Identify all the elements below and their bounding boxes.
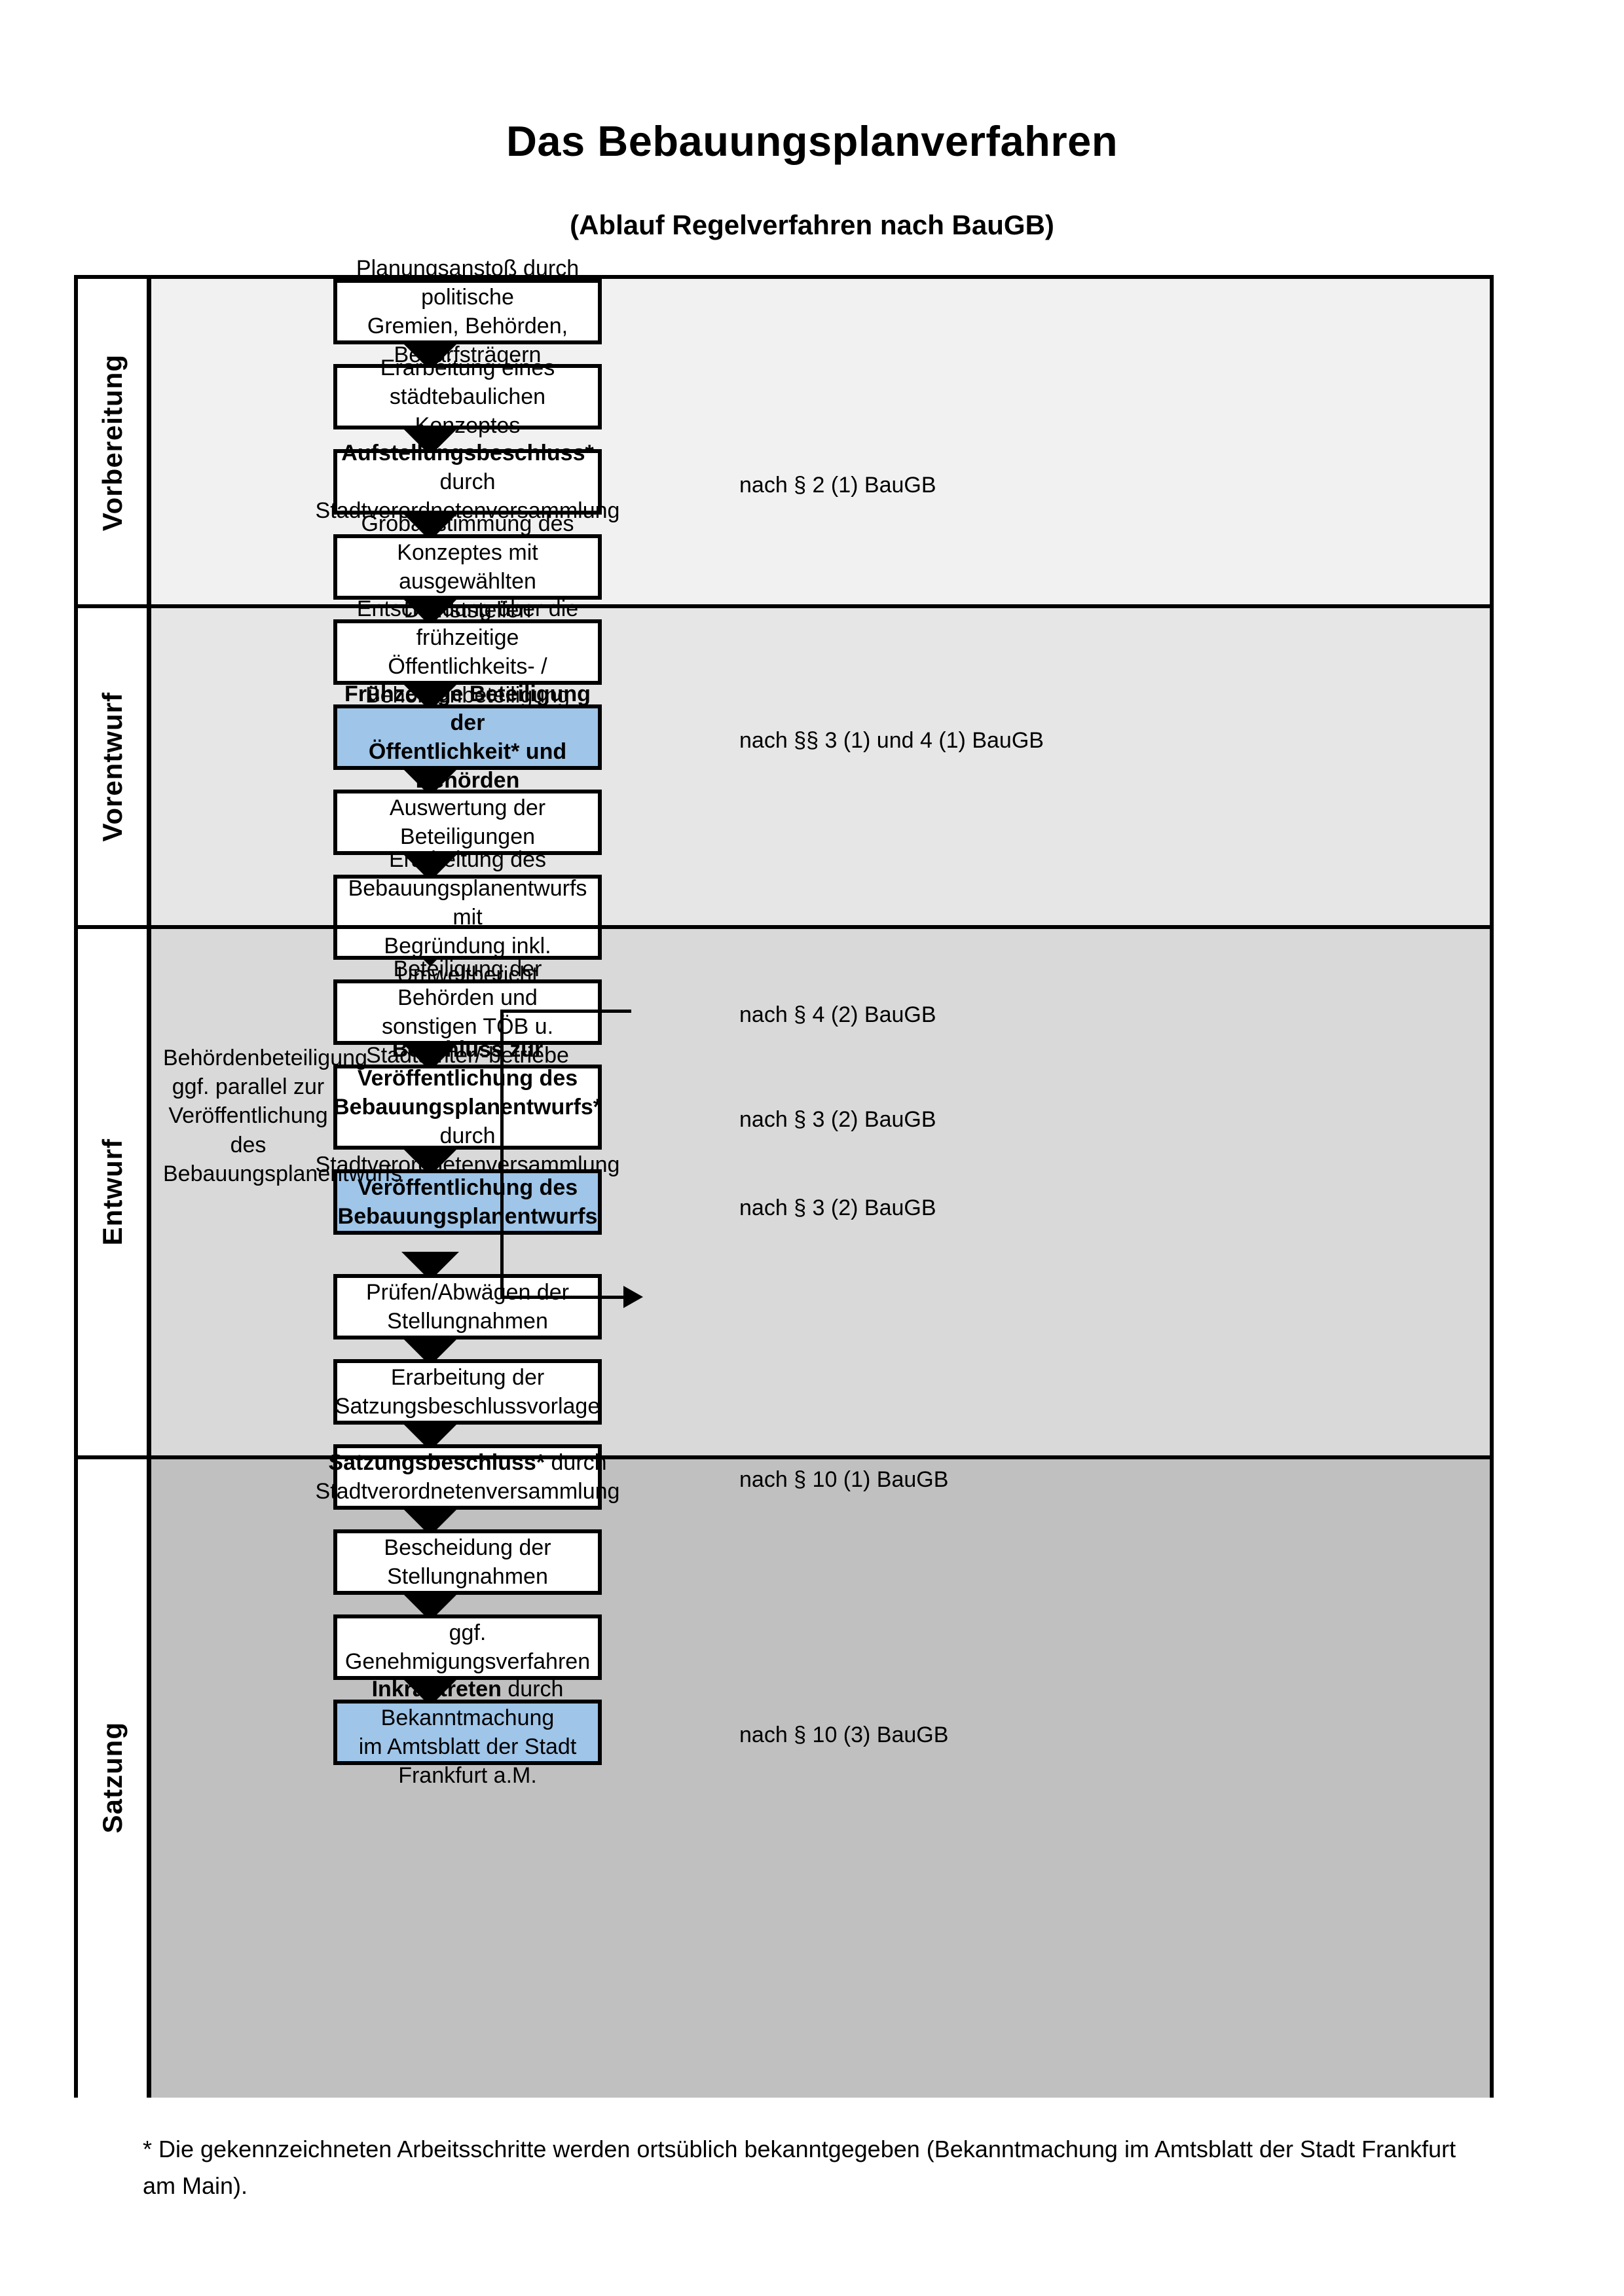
process-box[interactable]: Auswertung der Beteiligungen xyxy=(333,790,602,855)
connector-line-left xyxy=(500,1010,504,1299)
law-note: nach § 3 (2) BauGB xyxy=(739,1107,936,1132)
box-line: Auswertung der Beteiligungen xyxy=(389,795,546,849)
phase-label-text: Vorbereitung xyxy=(96,354,128,532)
phase-band-vorentwurf: Vorentwurf xyxy=(78,606,1490,927)
box-line: ausgewählten Dienststellen xyxy=(399,569,536,623)
process-box-highlight[interactable]: Inkrafttreten durch Bekanntmachung im Am… xyxy=(333,1677,602,1788)
process-box[interactable]: Erarbeitung des Bebauungsplanentwurfs mi… xyxy=(333,847,602,987)
box-line: Gremien, Behörden, Bedarfsträgern xyxy=(367,314,568,368)
process-box-highlight[interactable]: Veröffentlichung des Bebauungsplanentwur… xyxy=(333,1169,602,1235)
parallel-connector xyxy=(500,1010,651,1308)
box-line-bold: Inkrafttreten xyxy=(371,1676,502,1702)
flowchart-frame: Vorbereitung Vorentwurf Entwurf Satzung xyxy=(74,256,1494,2098)
box-line: Bescheidung der Stellungnahmen xyxy=(384,1535,551,1589)
page-subtitle: (Ablauf Regelverfahren nach BauGB) xyxy=(570,210,1054,240)
box-line: Bebauungsplanentwurfs mit xyxy=(348,875,587,930)
phase-label-satzung: Satzung xyxy=(78,1457,147,2098)
box-line: Erarbeitung eines städtebaulichen xyxy=(380,355,555,409)
box-line-bold: Frühzeitige Beteiligung der xyxy=(344,681,591,735)
parallel-note-line: Veröffentlichung des xyxy=(168,1103,328,1157)
box-line-bold: Bebauungsplanentwurfs xyxy=(337,1204,598,1229)
phase-label-text: Entwurf xyxy=(96,1139,128,1246)
law-note: nach § 10 (3) BauGB xyxy=(739,1722,949,1747)
box-line-bold: Aufstellungsbeschluss* xyxy=(341,440,594,465)
box-line-bold: Satzungsbeschluss* xyxy=(328,1449,545,1475)
phase-label-text: Vorentwurf xyxy=(96,691,128,842)
connector-line-top xyxy=(500,1010,631,1013)
box-line: Beteiligung der Behörden und xyxy=(393,956,542,1010)
box-line: Erarbeitung der xyxy=(390,1364,545,1390)
box-line: Stadtverordnetenversammlung xyxy=(315,498,620,524)
parallel-note-line: Bebauungsplanentwurfs xyxy=(163,1161,402,1186)
band-separator-3 xyxy=(78,1455,1490,1459)
process-box[interactable]: Bescheidung der Stellungnahmen xyxy=(333,1529,602,1595)
parallel-note: Behördenbeteiligung ggf. parallel zur Ve… xyxy=(163,1044,402,1188)
phase-label-text: Satzung xyxy=(96,1721,128,1834)
box-line-suffix: durch xyxy=(439,1123,496,1149)
phase-label-entwurf: Entwurf xyxy=(78,927,147,1457)
label-column-divider xyxy=(147,279,151,2094)
box-line: ggf. Genehmigungsverfahren xyxy=(344,1620,591,1674)
box-line: Stadtverordnetenversammlung xyxy=(315,1479,620,1504)
box-line: Öffentlichkeits- / Behördenbeteiligung xyxy=(365,654,570,708)
phase-band-satzung: Satzung xyxy=(78,1457,1490,2098)
process-box[interactable]: Aufstellungsbeschluss* durch Stadtverord… xyxy=(316,441,620,523)
process-box[interactable]: Erarbeitung eines städtebaulichen Konzep… xyxy=(333,355,602,438)
box-line: Grobabstimmung des Konzeptes mit xyxy=(361,511,574,565)
box-line: Entscheidung über die frühzeitige xyxy=(356,596,579,650)
law-note: nach §§ 3 (1) und 4 (1) BauGB xyxy=(739,728,1044,753)
law-note: nach § 2 (1) BauGB xyxy=(739,473,936,498)
band-separator-1 xyxy=(78,604,1490,608)
law-note: nach § 3 (2) BauGB xyxy=(739,1195,936,1220)
process-box[interactable]: Prüfen/Abwägen der Stellungnahmen xyxy=(333,1274,602,1339)
connector-arrowhead xyxy=(623,1286,643,1308)
process-box[interactable]: Planungsanstoß durch politische Gremien,… xyxy=(333,256,602,367)
footnote: * Die gekennzeichneten Arbeitsschritte w… xyxy=(143,2136,1456,2199)
box-line: im Amtsblatt der Stadt Frankfurt a.M. xyxy=(358,1734,577,1789)
box-line: Erarbeitung des xyxy=(388,847,547,872)
process-box[interactable]: Entscheidung über die frühzeitige Öffent… xyxy=(333,596,602,708)
phase-label-vorbereitung: Vorbereitung xyxy=(78,279,147,606)
process-box[interactable]: Satzungsbeschluss* durch Stadtverordnete… xyxy=(316,1444,619,1510)
law-note: nach § 4 (2) BauGB xyxy=(739,1002,936,1027)
box-line: Satzungsbeschlussvorlage xyxy=(335,1394,600,1419)
box-line-suffix: durch Bekanntmachung xyxy=(380,1676,564,1730)
page-title: Das Bebauungsplanverfahren xyxy=(506,117,1118,165)
box-line: Prüfen/Abwägen der Stellungnahmen xyxy=(366,1279,569,1334)
box-line-bold: Öffentlichkeit* und Behörden xyxy=(368,739,567,793)
process-box[interactable]: ggf. Genehmigungsverfahren xyxy=(333,1614,602,1680)
phase-label-vorentwurf: Vorentwurf xyxy=(78,606,147,927)
process-box[interactable]: Grobabstimmung des Konzeptes mit ausgewä… xyxy=(333,511,602,623)
box-line: Planungsanstoß durch politische xyxy=(356,255,580,310)
box-line: Konzeptes xyxy=(415,413,521,439)
process-box[interactable]: Erarbeitung der Satzungsbeschlussvorlage xyxy=(333,1359,602,1425)
parallel-note-line: ggf. parallel zur xyxy=(172,1074,325,1100)
box-line-bold: Bebauungsplanentwurfs* xyxy=(333,1094,602,1120)
connector-line-bottom xyxy=(500,1296,626,1299)
box-line-bold: Veröffentlichung des xyxy=(357,1175,578,1200)
law-note: nach § 10 (1) BauGB xyxy=(739,1467,949,1492)
box-line-suffix: durch xyxy=(545,1449,607,1475)
parallel-note-line: Behördenbeteiligung xyxy=(163,1046,367,1070)
band-separator-2 xyxy=(78,925,1490,929)
box-line: sonstigen TÖB u. Stadtämter/-betriebe xyxy=(366,1014,569,1068)
box-line-suffix: durch xyxy=(439,469,496,494)
box-line-bold: Beschluss zur Veröffentlichung des xyxy=(357,1036,578,1091)
process-box-highlight[interactable]: Frühzeitige Beteiligung der Öffentlichke… xyxy=(333,682,602,793)
phase-band-vorbereitung: Vorbereitung xyxy=(78,279,1490,606)
